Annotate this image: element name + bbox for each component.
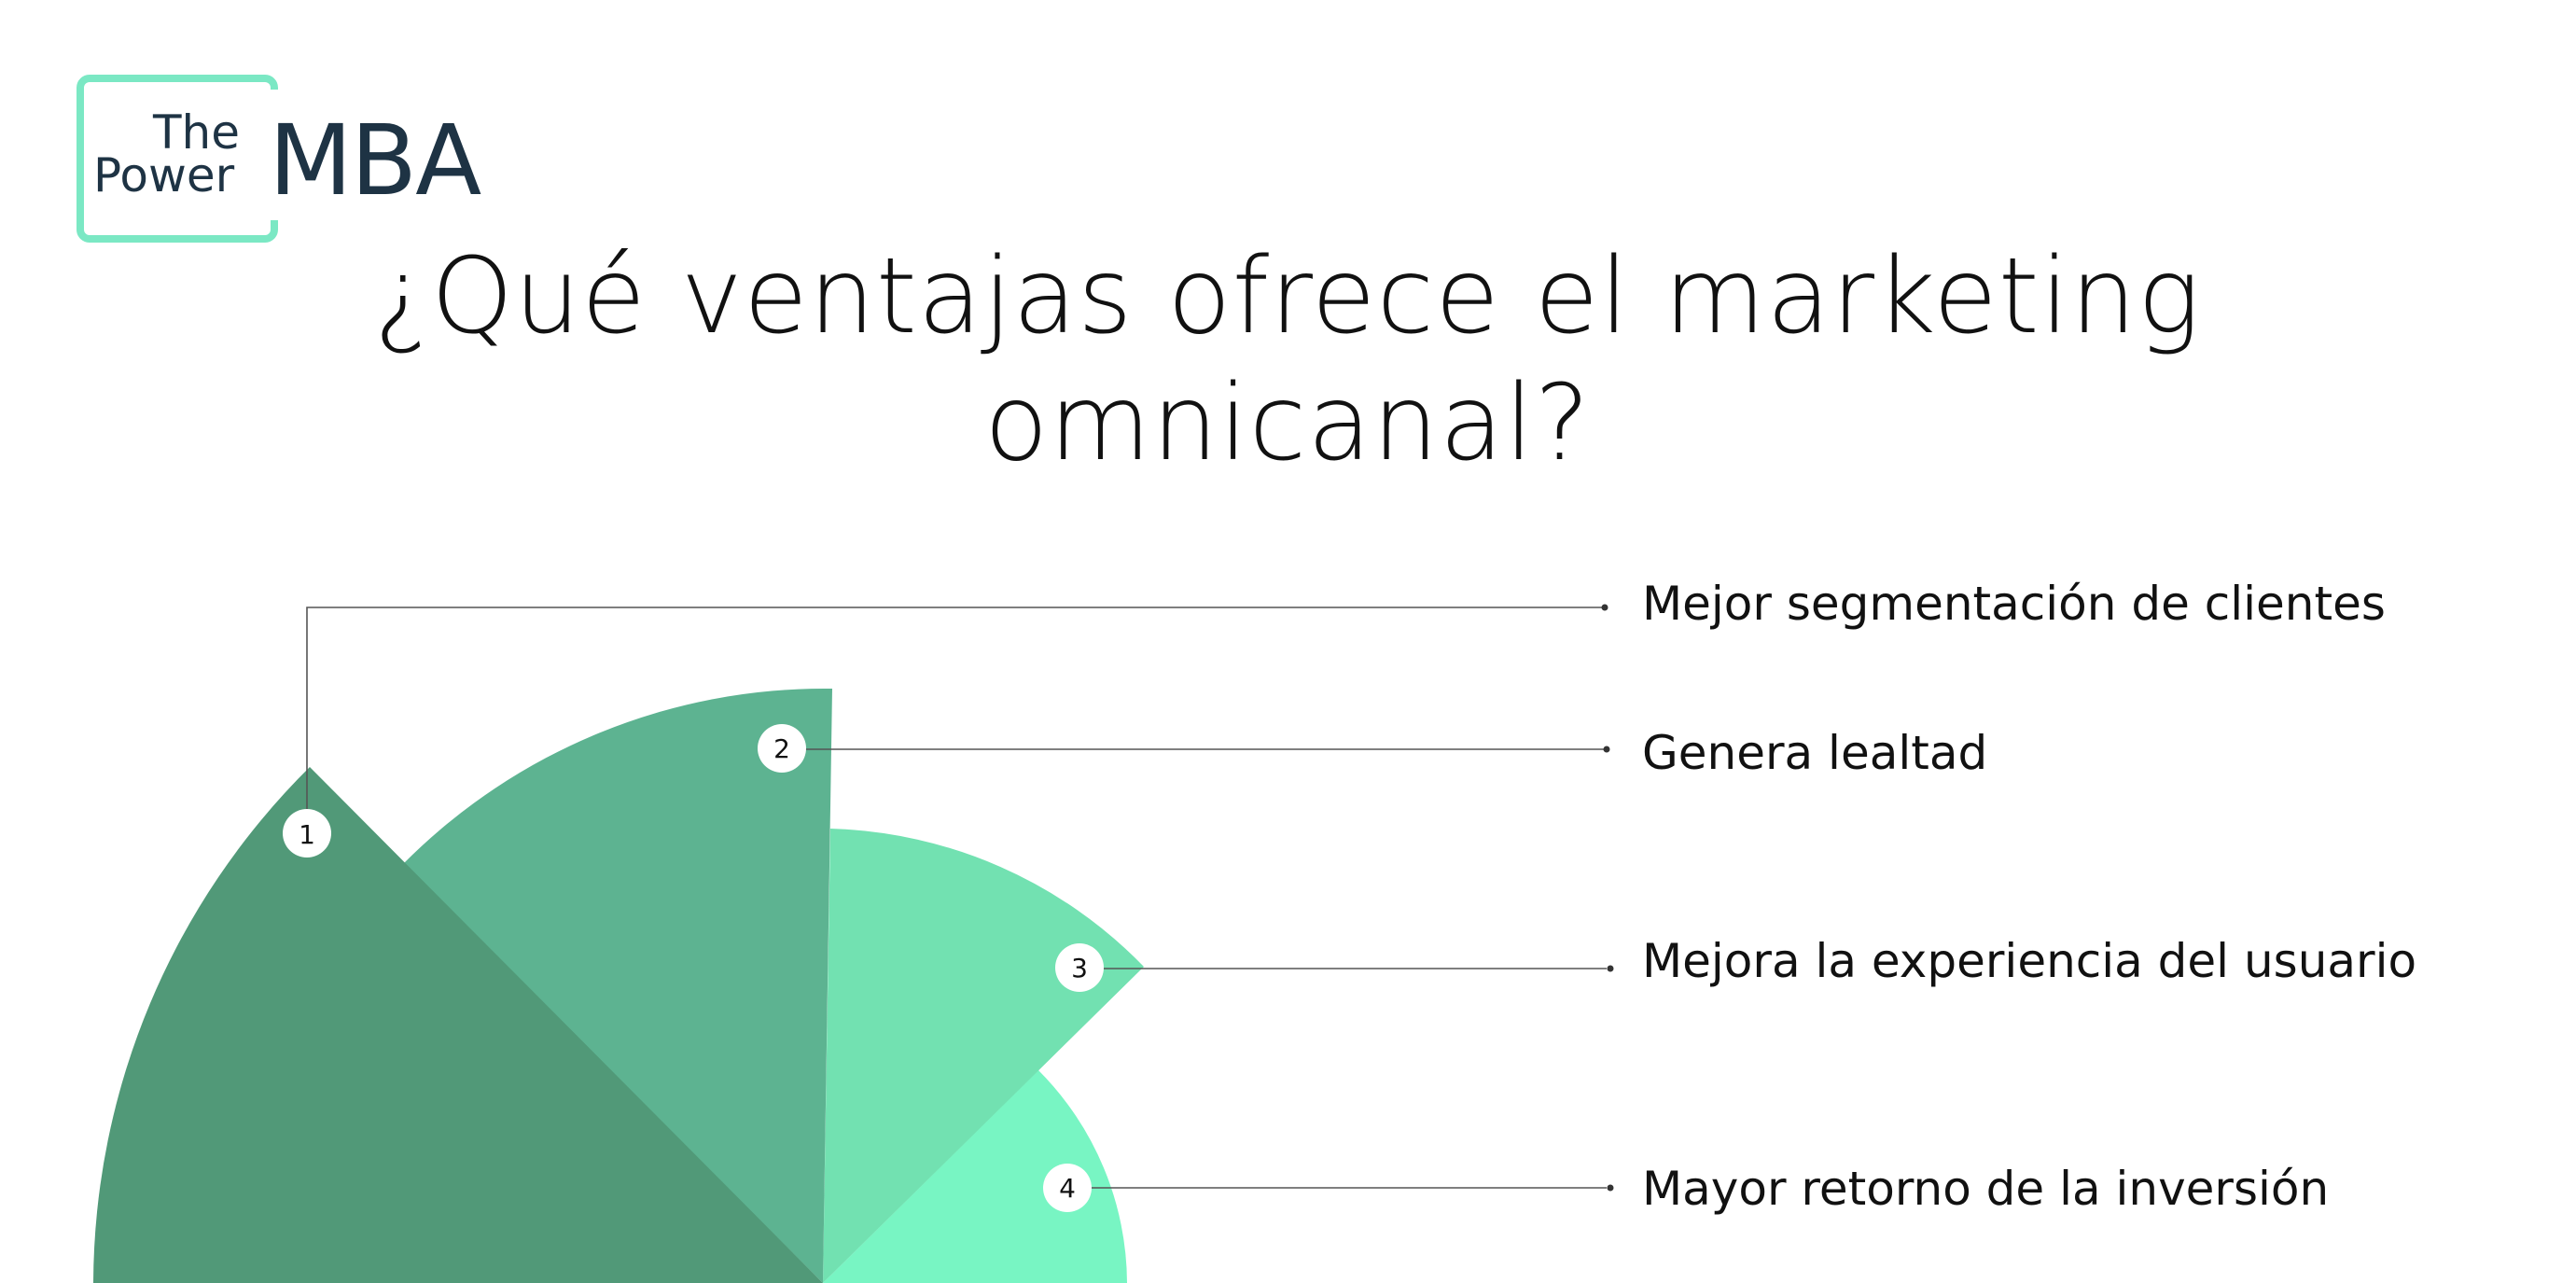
badge-1: 1	[283, 809, 331, 858]
logo-power-text: Power	[93, 148, 235, 202]
logo-frame-gap	[244, 90, 282, 220]
page-title: ¿Qué ventajas ofrece el marketing omnica…	[261, 233, 2314, 487]
sector-4	[823, 1070, 1127, 1283]
connector-line-1	[306, 607, 1605, 829]
sector-1	[93, 767, 823, 1283]
badge-2: 2	[758, 724, 806, 773]
page-title-line-1: ¿Qué ventajas ofrece el marketing	[373, 236, 2202, 357]
badge-1-number: 1	[299, 819, 315, 850]
connector-dot-4	[1607, 1184, 1614, 1192]
sector-2	[403, 688, 832, 1283]
sector-3	[823, 829, 1144, 1283]
logo-the-text: The	[153, 105, 240, 160]
badge-3-number: 3	[1071, 953, 1088, 983]
badge-3: 3	[1055, 943, 1104, 992]
item-label-2: Genera lealtad	[1642, 726, 1988, 780]
item-label-1: Mejor segmentación de clientes	[1642, 577, 2386, 631]
connector-dot-2	[1603, 746, 1610, 753]
logo-mba-text: MBA	[269, 104, 481, 217]
item-label-4: Mayor retorno de la inversión	[1642, 1162, 2330, 1216]
connector-dot-1	[1601, 604, 1608, 611]
badge-4: 4	[1043, 1164, 1092, 1212]
page-title-line-2: omnicanal?	[983, 363, 1592, 484]
connector-dot-3	[1607, 965, 1614, 972]
item-label-3: Mejora la experiencia del usuario	[1642, 934, 2417, 988]
badge-2-number: 2	[773, 733, 790, 764]
badge-4-number: 4	[1059, 1173, 1076, 1204]
